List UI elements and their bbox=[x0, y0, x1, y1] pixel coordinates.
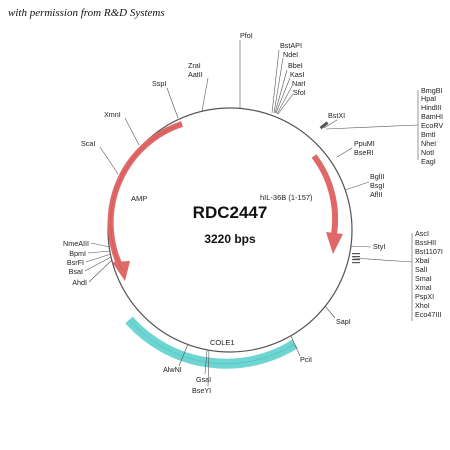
site-xbai: XbaI bbox=[415, 256, 430, 265]
site-bmgbi: BmgBI bbox=[421, 86, 443, 95]
site-bpmi: BpmI bbox=[69, 249, 86, 258]
site-sfoi: SfoI bbox=[293, 88, 306, 97]
site-sapi: SapI bbox=[336, 317, 351, 326]
site-aflii: AflII bbox=[370, 190, 382, 199]
plasmid-name: RDC2447 bbox=[193, 203, 268, 222]
amp-label: AMP bbox=[131, 194, 147, 203]
leader-lines bbox=[84, 40, 419, 387]
site-bsrfi: BsrFI bbox=[67, 258, 84, 267]
site-bsshii: BssHII bbox=[415, 238, 436, 247]
site-scai: ScaI bbox=[81, 139, 95, 148]
site-bst1107i: Bst1107I bbox=[415, 247, 443, 256]
site-ticks bbox=[319, 121, 360, 264]
site-ndei: NdeI bbox=[283, 50, 298, 59]
site-bbei: BbeI bbox=[288, 61, 303, 70]
site-hindiii: HindIII bbox=[421, 103, 442, 112]
site-pcii: PciI bbox=[300, 355, 312, 364]
site-xhoi: XhoI bbox=[415, 301, 430, 310]
site-nhei: NheI bbox=[421, 139, 436, 148]
credit-text: with permission from R&D Systems bbox=[8, 7, 165, 19]
site-bmti: BmtI bbox=[421, 130, 436, 139]
site-bstxi: BstXI bbox=[328, 111, 345, 120]
site-aatii: AatII bbox=[188, 70, 203, 79]
amp-arrowhead bbox=[112, 261, 130, 281]
site-ahdi: AhdI bbox=[72, 278, 87, 287]
site-alwni: AlwNI bbox=[163, 365, 182, 374]
site-hpai: HpaI bbox=[421, 94, 436, 103]
site-pspxi: PspXI bbox=[415, 292, 434, 301]
site-bseyi: BseYI bbox=[192, 386, 211, 395]
site-noti: NotI bbox=[421, 148, 434, 157]
site-bstapi: BstAPI bbox=[280, 41, 302, 50]
site-smai: SmaI bbox=[415, 274, 432, 283]
site-eco47iii: Eco47III bbox=[415, 310, 441, 319]
site-ppumi: PpuMI bbox=[354, 139, 375, 148]
plasmid-size: 3220 bps bbox=[204, 232, 256, 246]
site-nmeaiii: NmeAIII bbox=[63, 239, 89, 248]
site-sspi: SspI bbox=[152, 79, 166, 88]
insert-arrow bbox=[311, 154, 339, 235]
site-bseri: BseRI bbox=[354, 148, 374, 157]
insert-arrowhead bbox=[326, 232, 343, 254]
site-xmni: XmnI bbox=[104, 110, 121, 119]
site-bglii: BglII bbox=[370, 172, 384, 181]
site-sali: SalI bbox=[415, 265, 427, 274]
site-xmai: XmaI bbox=[415, 283, 432, 292]
site-asci: AscI bbox=[415, 229, 429, 238]
site-ecorv: EcoRV bbox=[421, 121, 443, 130]
site-styi: StyI bbox=[373, 242, 385, 251]
ori-label: COLE1 bbox=[210, 338, 235, 347]
site-nari: NarI bbox=[292, 79, 306, 88]
site-kasi: KasI bbox=[290, 70, 304, 79]
site-pfoi: PfoI bbox=[240, 31, 253, 40]
site-gsai: GsaI bbox=[196, 375, 211, 384]
insert-label: hIL-36B (1-157) bbox=[260, 193, 313, 202]
site-bamhi: BamHI bbox=[421, 112, 443, 121]
site-bsgi: BsgI bbox=[370, 181, 384, 190]
site-eagi: EagI bbox=[421, 157, 436, 166]
site-bsai: BsaI bbox=[69, 267, 83, 276]
site-zrai: ZraI bbox=[188, 61, 201, 70]
